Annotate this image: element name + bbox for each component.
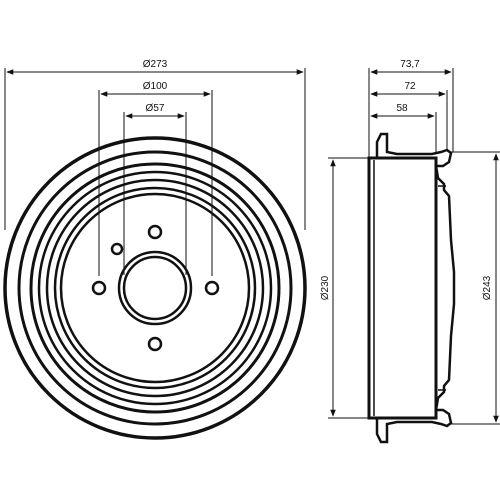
side-view: 73,7 72 58 Ø230 Ø243 xyxy=(320,59,500,444)
hub-profile xyxy=(434,165,456,411)
ring-6 xyxy=(59,192,251,384)
dim-label-drum-diameter: Ø243 xyxy=(482,275,493,300)
drum-body xyxy=(367,156,438,420)
ring-3 xyxy=(37,170,273,406)
bolt-hole-bottom xyxy=(147,336,163,352)
dim-label-inner-width: 58 xyxy=(396,103,408,114)
dim-label-flange-width: 72 xyxy=(404,81,416,92)
center-bore-inner xyxy=(122,255,188,321)
dim-label-outer-diameter: Ø273 xyxy=(143,59,168,70)
dim-label-center-bore: Ø57 xyxy=(146,103,165,114)
ring-4 xyxy=(45,178,265,398)
dim-label-bolt-circle: Ø100 xyxy=(143,81,168,92)
outer-rim xyxy=(3,136,307,440)
bottom-flange xyxy=(375,408,453,444)
ring-1 xyxy=(17,150,293,426)
front-view: Ø273 Ø100 Ø57 xyxy=(3,59,307,440)
locating-hole xyxy=(110,242,124,256)
dim-label-hub-diameter: Ø230 xyxy=(320,275,331,300)
bolt-hole-left xyxy=(91,280,107,296)
ring-2 xyxy=(29,162,281,414)
top-flange xyxy=(375,132,453,168)
hub-step xyxy=(438,185,446,391)
bolt-hole-right xyxy=(204,280,220,296)
bolt-hole-top xyxy=(147,224,163,240)
ring-5 xyxy=(53,186,257,390)
dim-label-total-width: 73,7 xyxy=(400,59,420,70)
center-bore-outer xyxy=(117,250,193,326)
